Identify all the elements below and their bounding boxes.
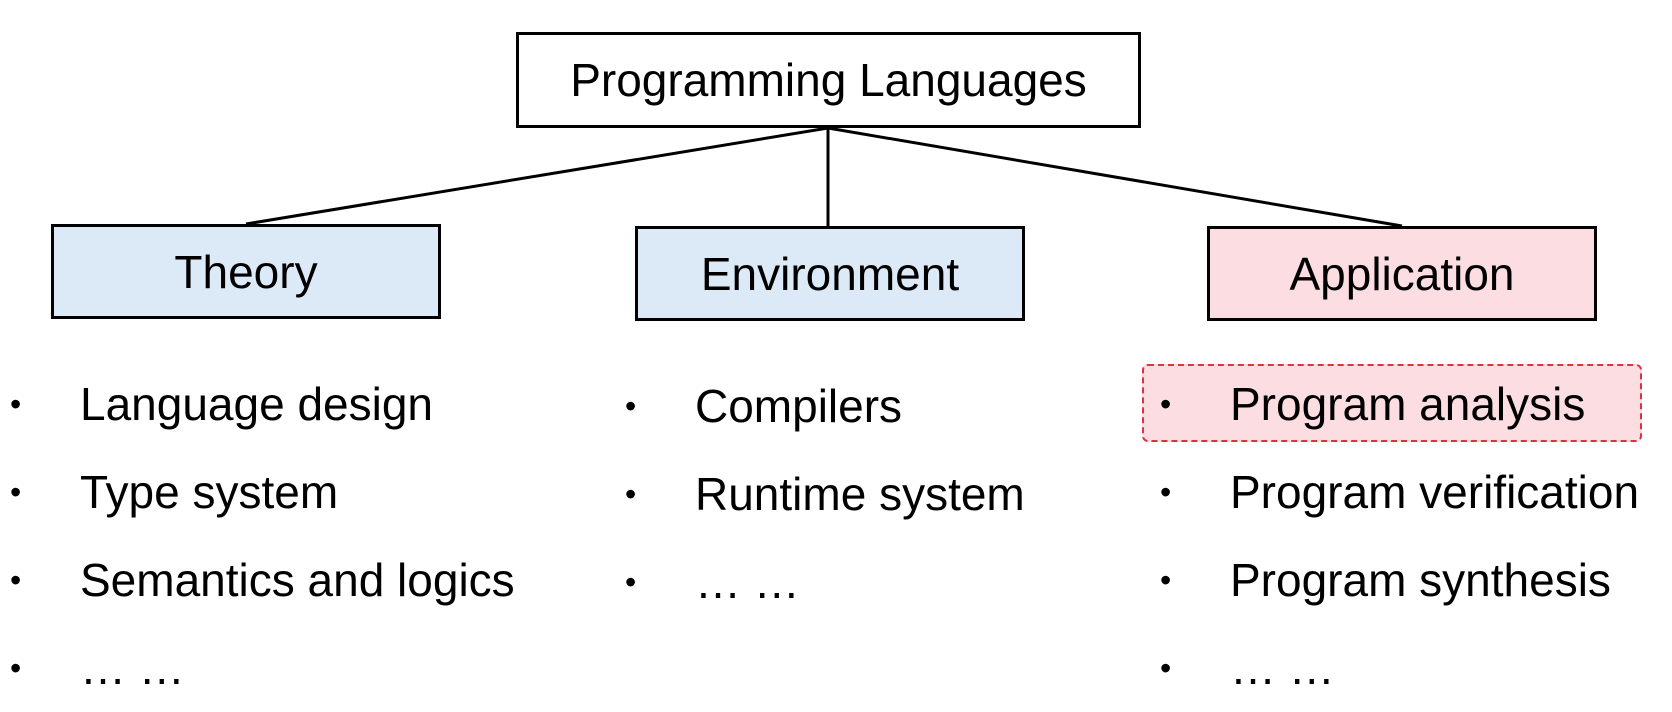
root-node: Programming Languages bbox=[516, 32, 1141, 128]
tree-connectors bbox=[245, 126, 1403, 228]
bullet-icon: • bbox=[1160, 474, 1172, 510]
branch-application-label: Application bbox=[1289, 247, 1515, 300]
list-item: • Program synthesis bbox=[1160, 536, 1672, 624]
list-item: • Compilers bbox=[625, 362, 1125, 450]
list-item-text: Type system bbox=[80, 466, 339, 518]
list-item: • … … bbox=[10, 624, 610, 712]
list-item-text: … … bbox=[695, 556, 800, 608]
connector-application bbox=[827, 126, 1403, 228]
branch-environment-label: Environment bbox=[700, 247, 960, 300]
list-item-text: Compilers bbox=[695, 380, 903, 432]
bullet-icon: • bbox=[1160, 562, 1172, 598]
list-item: • Program verification bbox=[1160, 448, 1672, 536]
list-item-text: Language design bbox=[80, 378, 433, 430]
bullet-icon: • bbox=[10, 474, 22, 510]
connector-theory bbox=[245, 126, 829, 226]
list-item-text: Program verification bbox=[1230, 466, 1640, 518]
branch-application: Application bbox=[1207, 226, 1597, 321]
list-item-highlighted: • Program analysis bbox=[1160, 360, 1672, 448]
list-item-text: Runtime system bbox=[695, 468, 1025, 520]
theory-list: • Language design • Type system • Semantics… bbox=[10, 360, 610, 712]
branch-theory-label: Theory bbox=[174, 245, 318, 298]
environment-list: • Compilers • Runtime system • … … bbox=[625, 362, 1125, 626]
bullet-icon: • bbox=[10, 562, 22, 598]
root-label: Programming Languages bbox=[570, 54, 1087, 106]
list-item-text: … … bbox=[80, 642, 185, 694]
bullet-icon: • bbox=[625, 564, 637, 600]
list-item-text: Semantics and logics bbox=[80, 554, 515, 606]
list-item-text: Program synthesis bbox=[1230, 554, 1611, 606]
bullet-icon: • bbox=[1160, 386, 1172, 422]
list-item: • Type system bbox=[10, 448, 610, 536]
list-item-text: … … bbox=[1230, 642, 1335, 694]
application-list: •Program analysis •Program verification … bbox=[1160, 360, 1672, 712]
list-item: • Semantics and logics bbox=[10, 536, 610, 624]
branch-environment: Environment bbox=[635, 226, 1025, 321]
list-item: • Runtime system bbox=[625, 450, 1125, 538]
bullet-icon: • bbox=[625, 476, 637, 512]
list-item: • Language design bbox=[10, 360, 610, 448]
bullet-icon: • bbox=[625, 388, 637, 424]
highlight-box bbox=[1142, 364, 1642, 442]
bullet-icon: • bbox=[1160, 650, 1172, 686]
list-item: • … … bbox=[625, 538, 1125, 626]
list-item: • … … bbox=[1160, 624, 1672, 712]
bullet-icon: • bbox=[10, 386, 22, 422]
bullet-icon: • bbox=[10, 650, 22, 686]
branch-theory: Theory bbox=[51, 224, 441, 319]
list-item-text: Program analysis bbox=[1230, 378, 1586, 430]
